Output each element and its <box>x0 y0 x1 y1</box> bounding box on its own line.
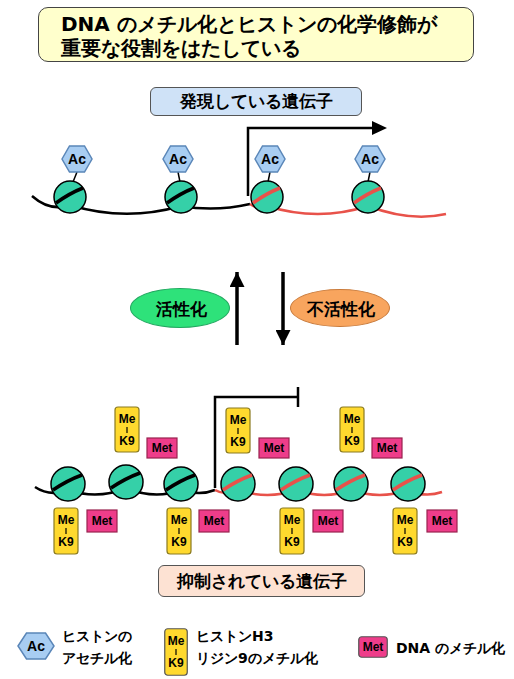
dna-wrap <box>166 475 195 490</box>
dna-methyl-box <box>427 510 457 532</box>
nucleosome <box>51 467 85 501</box>
methyl-k9-box <box>54 508 78 554</box>
dna-methyl-box <box>199 510 229 532</box>
bond-tick <box>237 428 238 434</box>
nucleosome <box>251 181 283 213</box>
dna-wrap <box>281 475 310 490</box>
bond-tick <box>175 649 176 655</box>
dna-wrap <box>354 188 381 203</box>
dna-wrap <box>253 188 280 203</box>
ellipse-label: 不活性化 <box>291 290 391 328</box>
repression-line <box>215 397 298 488</box>
legend-symbol-label: Met <box>358 636 388 658</box>
gene-state-band: 発現している遺伝子 <box>30 87 460 272</box>
bond-tick <box>291 528 292 534</box>
methyl-k9-box <box>167 508 191 554</box>
bond-tick <box>65 528 66 534</box>
methyl-k9-label: Me K9 <box>167 508 191 554</box>
legend-symbol-label: Me K9 <box>164 628 188 676</box>
legend-swatch-shape <box>18 633 54 659</box>
bond-tick <box>126 427 127 433</box>
dna-wrap <box>393 475 422 490</box>
methyl-k9-box <box>226 408 250 453</box>
repression-bar <box>297 387 300 407</box>
legend-swatch-shape <box>359 637 388 658</box>
methyl-k9-label: Me K9 <box>115 407 139 452</box>
state-label: 発現している遺伝子 <box>150 87 362 116</box>
ellipse-label: 活性化 <box>131 289 231 329</box>
dna-methyl-label: Met <box>199 510 229 532</box>
acetyl-label: Ac <box>255 146 285 172</box>
bond-tick <box>178 528 179 534</box>
acetyl-label: Ac <box>355 146 385 172</box>
dna-methyl-label: Met <box>259 438 289 458</box>
dna-wrap <box>223 475 252 490</box>
dna-methyl-box <box>147 438 177 458</box>
methyl-k9-box <box>393 508 417 554</box>
nucleosome <box>164 467 198 501</box>
transition-arrow <box>281 272 285 345</box>
nucleosome <box>109 465 143 499</box>
dna-wrap <box>336 475 365 490</box>
acetyl-hexagon <box>163 146 193 172</box>
bond-tick <box>351 427 352 433</box>
title-box: DNA のメチル化とヒストンの化学修飾が 重要な役割をはたしている <box>38 7 474 62</box>
methyl-k9-label: Me K9 <box>226 408 250 453</box>
methyl-k9-box <box>340 407 364 452</box>
methyl-k9-label: Me K9 <box>280 508 304 554</box>
dna-methyl-label: Met <box>313 510 343 532</box>
dna-methyl-box <box>372 438 402 458</box>
inactivation-ellipse: 不活性化 <box>290 289 390 327</box>
legend-text: ヒストンの アセチル化 <box>62 625 152 669</box>
nucleosome <box>334 467 368 501</box>
nucleosome <box>279 467 313 501</box>
gene-state-band: 抑制されている遺伝子 <box>30 345 460 600</box>
dna-methyl-label: Met <box>372 438 402 458</box>
legend-text: ヒストンH3 リジン9のメチル化 <box>196 625 346 669</box>
tail-line <box>73 172 77 182</box>
acetyl-hexagon <box>255 146 285 172</box>
nucleosome <box>165 181 197 213</box>
methyl-k9-box <box>115 407 139 452</box>
dna-methyl-label: Met <box>87 510 117 532</box>
methyl-k9-label: Me K9 <box>340 407 364 452</box>
methyl-k9-label: Me K9 <box>393 508 417 554</box>
nucleosome <box>221 467 255 501</box>
legend-symbol-label: Ac <box>17 632 55 660</box>
state-label: 抑制されている遺伝子 <box>158 565 365 597</box>
legend-swatch-shape <box>165 629 188 676</box>
dna-methyl-box <box>313 510 343 532</box>
nucleosome <box>391 467 425 501</box>
dna-wrap <box>167 188 194 203</box>
title-text: DNA のメチル化とヒストンの化学修飾が 重要な役割をはたしている <box>61 12 461 60</box>
legend-text: DNA のメチル化 <box>396 637 514 659</box>
acetyl-hexagon <box>355 146 385 172</box>
transcription-arrowhead <box>372 121 387 135</box>
bond-tick <box>404 528 405 534</box>
acetyl-hexagon <box>62 146 92 172</box>
methyl-k9-label: Me K9 <box>54 508 78 554</box>
dna-wrap <box>56 188 83 203</box>
nucleosome <box>54 181 86 213</box>
dna-methyl-label: Met <box>427 510 457 532</box>
acetyl-label: Ac <box>163 146 193 172</box>
dna-methyl-box <box>259 438 289 458</box>
transcription-arrow <box>248 128 375 196</box>
dna-methyl-label: Met <box>147 438 177 458</box>
activation-ellipse: 活性化 <box>130 288 230 328</box>
dna-methyl-box <box>87 510 117 532</box>
acetyl-label: Ac <box>62 146 92 172</box>
dna-wrap <box>111 473 140 488</box>
nucleosome <box>352 181 384 213</box>
dna-wrap <box>53 475 82 490</box>
methyl-k9-box <box>280 508 304 554</box>
transition-arrow <box>235 272 239 345</box>
